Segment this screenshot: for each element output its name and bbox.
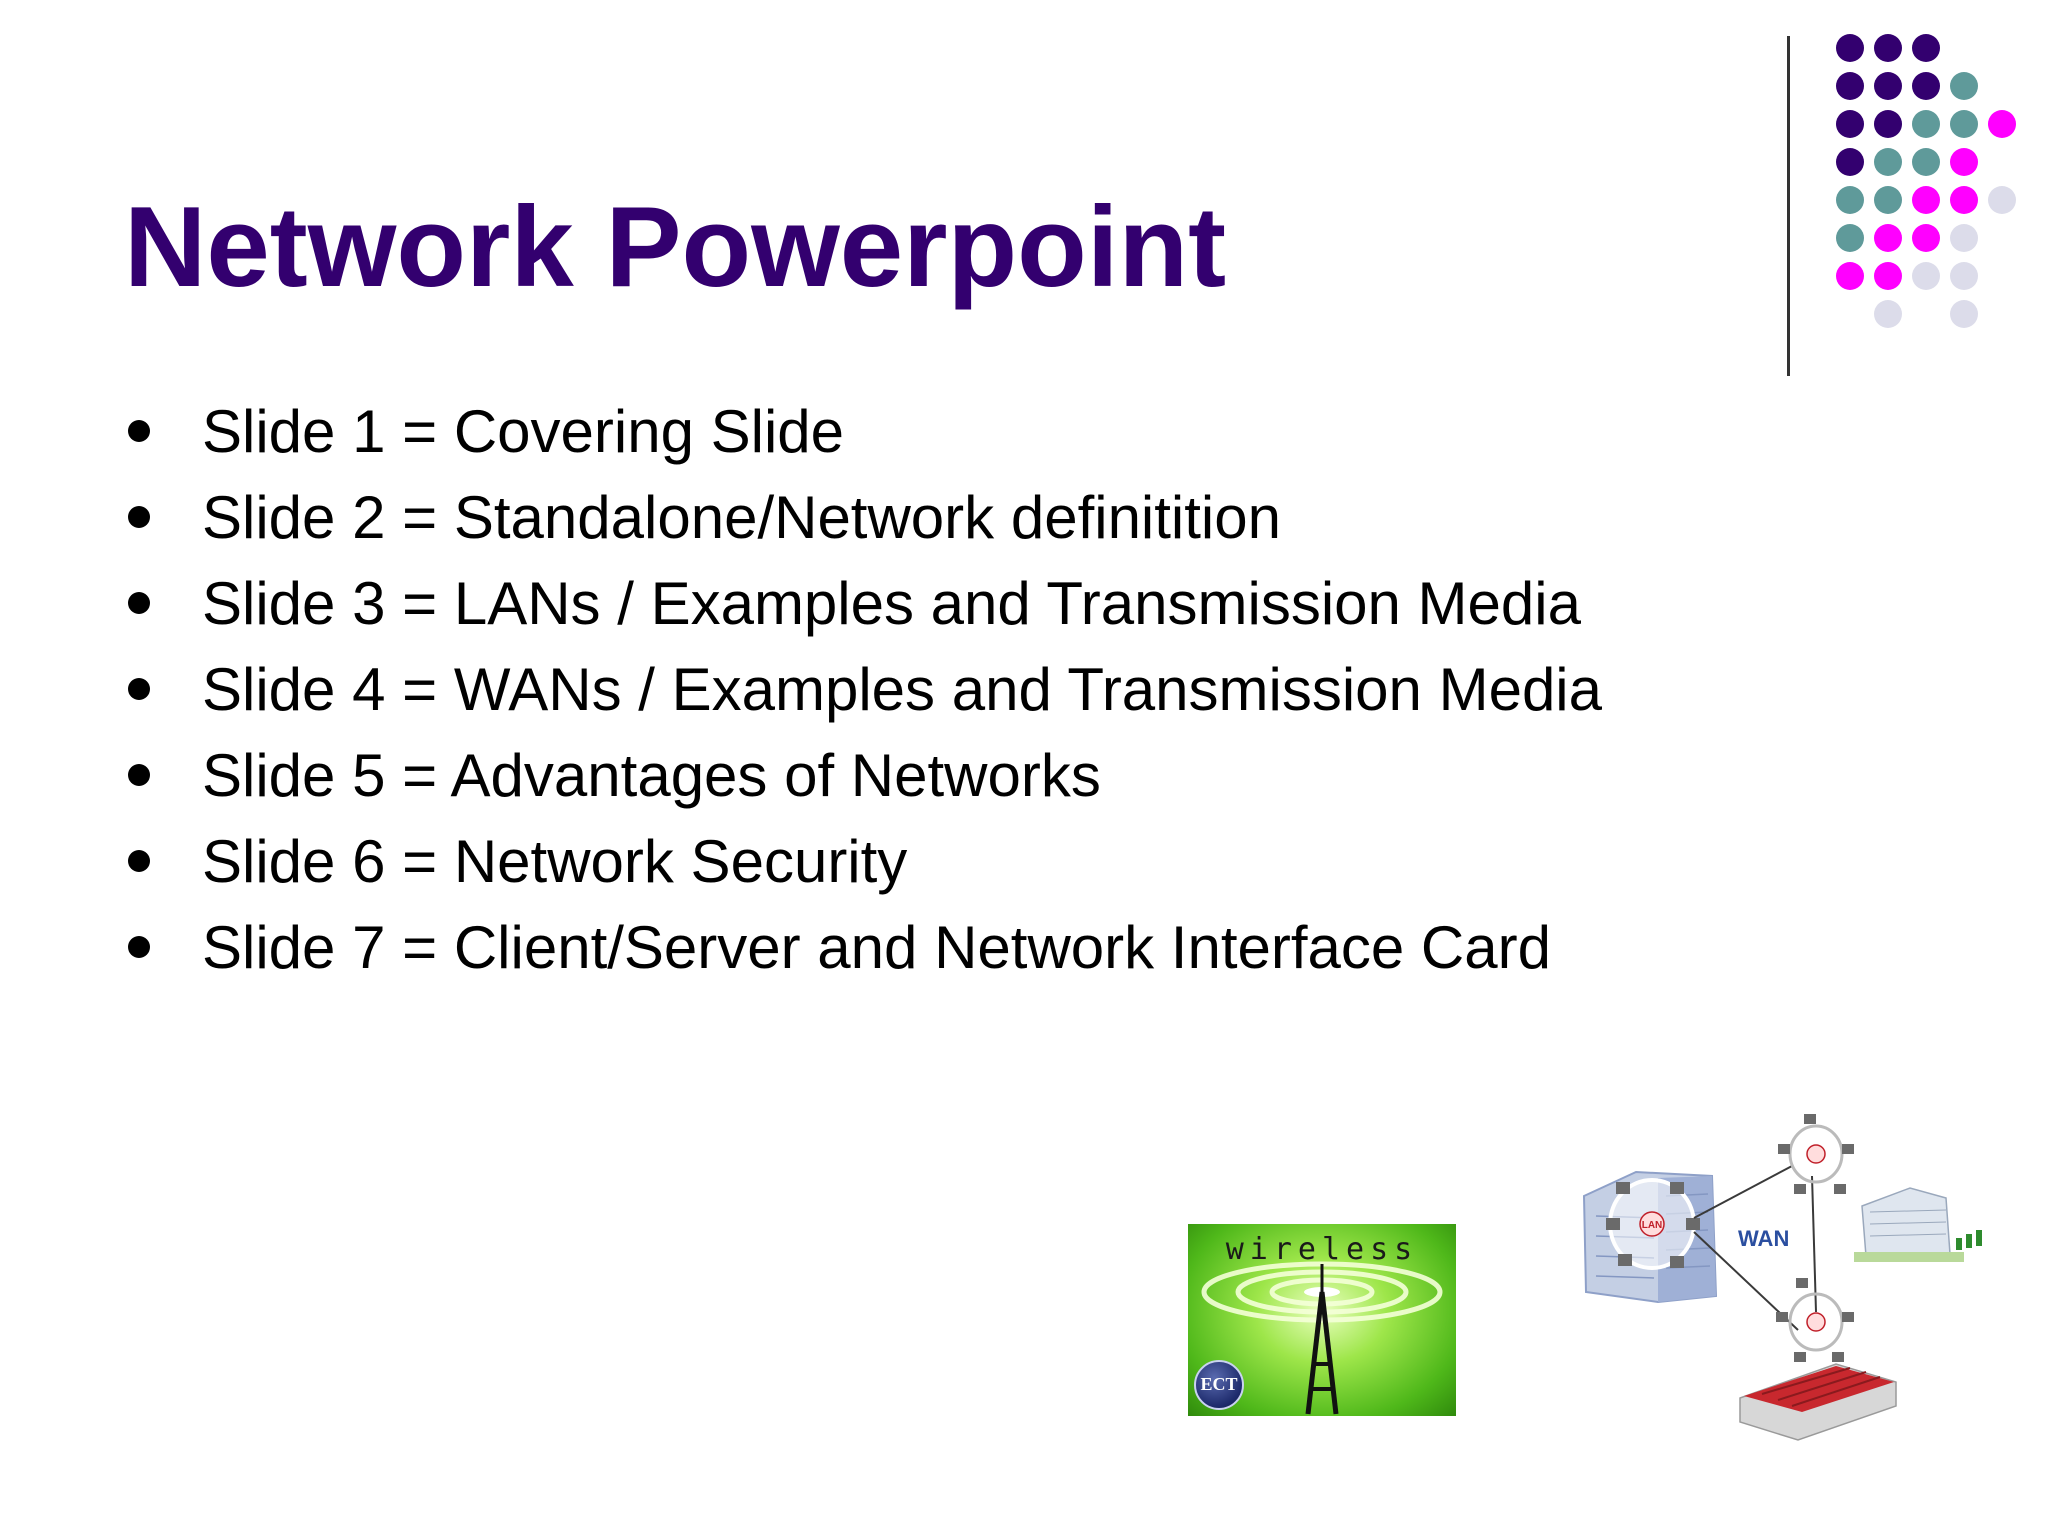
decorative-dot [1874,110,1902,138]
wireless-logo-word: wireless [1225,1232,1419,1267]
decorative-dot [1950,300,1978,328]
bullet-icon [128,592,150,614]
decorative-dot [1912,186,1940,214]
wireless-clipart-image: wireless ECT [1188,1224,1456,1416]
bullet-icon [128,678,150,700]
decorative-dot [1912,34,1940,62]
slide-title: Network Powerpoint [124,184,1227,311]
decorative-dot [1950,186,1978,214]
decorative-dot [1912,110,1940,138]
bullet-icon [128,420,150,442]
lan-ring-top-right [1778,1114,1854,1194]
svg-text:WAN: WAN [1738,1226,1789,1251]
bullet-icon [128,764,150,786]
svg-text:LAN: LAN [1642,1220,1663,1231]
decorative-dot [1912,262,1940,290]
office-building-right-icon [1854,1187,1982,1262]
decorative-dot [1988,186,2016,214]
vertical-divider-line [1787,36,1790,376]
decorative-dot [1836,34,1864,62]
bullet-icon [128,506,150,528]
bullet-text: Slide 5 = Advantages of Networks [202,742,1101,809]
decorative-dot [1874,186,1902,214]
bullet-text: Slide 7 = Client/Server and Network Inte… [202,914,1551,981]
decorative-dot [1874,300,1902,328]
lan-ring-bottom [1776,1278,1854,1362]
bullet-text: Slide 2 = Standalone/Network definititio… [202,484,1282,551]
decorative-dot [1836,224,1864,252]
decorative-dot [1988,110,2016,138]
decorative-dot [1874,72,1902,100]
decorative-dot [1836,72,1864,100]
decorative-dot [1836,110,1864,138]
decorative-dot [1950,262,1978,290]
wireless-graphic [1201,1261,1443,1415]
bullet-text: Slide 1 = Covering Slide [202,398,845,465]
decorative-dot [1836,148,1864,176]
decorative-dot [1874,224,1902,252]
bullet-text: Slide 3 = LANs / Examples and Transmissi… [202,570,1581,637]
lan-ring-left: LAN [1606,1178,1700,1270]
bullet-text: Slide 4 = WANs / Examples and Transmissi… [202,656,1603,723]
decorative-dot [1874,262,1902,290]
decorative-dot [1874,148,1902,176]
decorative-dot [1912,224,1940,252]
decorative-dot [1912,148,1940,176]
decorative-dot [1836,262,1864,290]
ect-badge-icon: ECT [1194,1360,1244,1410]
decorative-dot [1836,186,1864,214]
decorative-dot [1912,72,1940,100]
decorative-dot [1950,148,1978,176]
bullet-icon [128,936,150,958]
decorative-dot [1874,34,1902,62]
bullet-text: Slide 6 = Network Security [202,828,908,895]
factory-building-icon [1739,1363,1897,1441]
decorative-dot [1950,224,1978,252]
bullet-icon [128,850,150,872]
decorative-dot [1950,110,1978,138]
network-diagram-image: LAN WAN [1582,1114,1982,1441]
ect-badge-text: ECT [1200,1374,1238,1394]
antenna-tower-icon [1305,1264,1339,1415]
decorative-dot [1950,72,1978,100]
